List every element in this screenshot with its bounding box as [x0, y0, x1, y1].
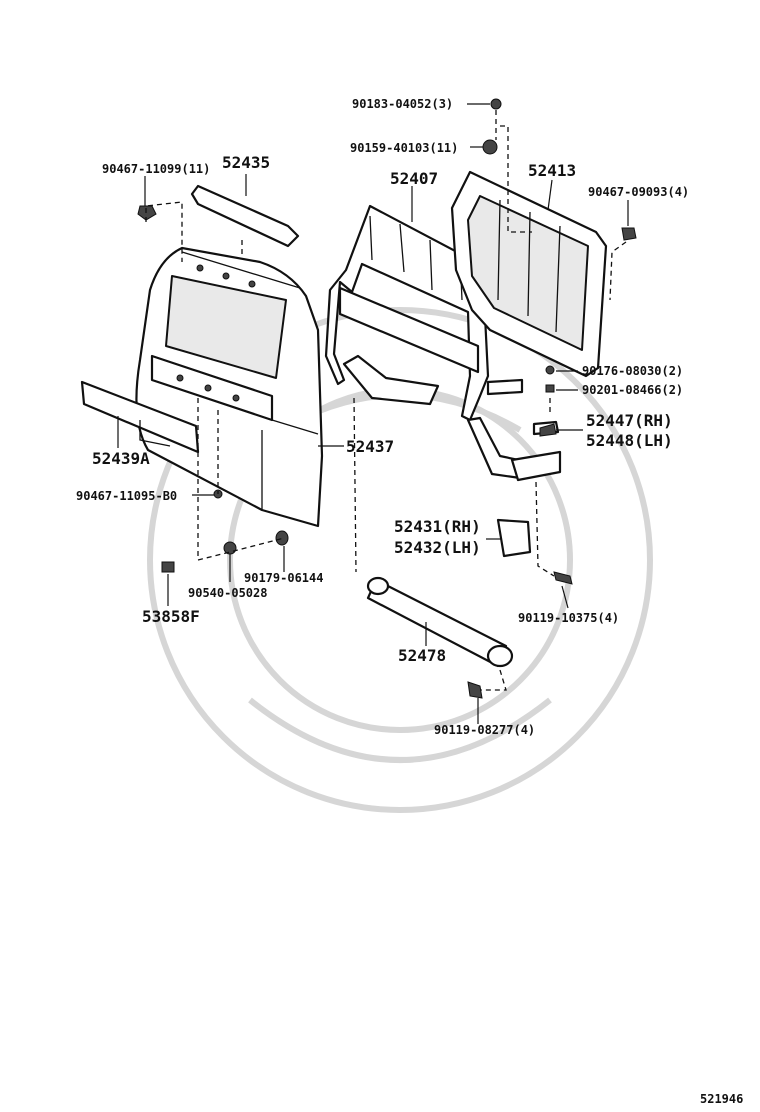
label-90201-08466: 90201-08466(2) [582, 383, 683, 397]
lower-brackets [342, 354, 562, 558]
label-90467-09093: 90467-09093(4) [588, 185, 689, 199]
label-52431: 52431(RH) [394, 517, 481, 536]
diagram-id: 521946 [700, 1092, 743, 1106]
label-52439A: 52439A [92, 449, 150, 468]
label-90176-08030: 90176-08030(2) [582, 364, 683, 378]
label-90119-10375: 90119-10375(4) [518, 611, 619, 625]
part-52413-rear-panel [450, 170, 608, 378]
label-52437: 52437 [346, 437, 394, 456]
label-52435: 52435 [222, 153, 270, 172]
leader-lines [117, 103, 629, 724]
label-52447: 52447(RH) [586, 411, 673, 430]
part-52437-panel [135, 246, 324, 528]
label-52432: 52432(LH) [394, 538, 481, 557]
assembly-lines [145, 110, 627, 691]
label-52413: 52413 [528, 161, 576, 180]
label-52478: 52478 [398, 646, 446, 665]
label-90467-11095: 90467-11095-B0 [76, 489, 177, 503]
label-90179-06144: 90179-06144 [244, 571, 323, 585]
label-53858F: 53858F [142, 607, 200, 626]
hardware-fasteners [137, 98, 637, 699]
part-labels: 90183-04052(3) 90159-40103(11) 52413 524… [76, 97, 689, 737]
label-52407: 52407 [390, 169, 438, 188]
label-90119-08277: 90119-08277(4) [434, 723, 535, 737]
label-90183-04052: 90183-04052(3) [352, 97, 453, 111]
label-90540-05028: 90540-05028 [188, 586, 267, 600]
label-90159-40103: 90159-40103(11) [350, 141, 458, 155]
label-90467-11099: 90467-11099(11) [102, 162, 210, 176]
part-52478-tube [366, 576, 514, 668]
part-52407-frame [324, 204, 490, 422]
label-52448: 52448(LH) [586, 431, 673, 450]
